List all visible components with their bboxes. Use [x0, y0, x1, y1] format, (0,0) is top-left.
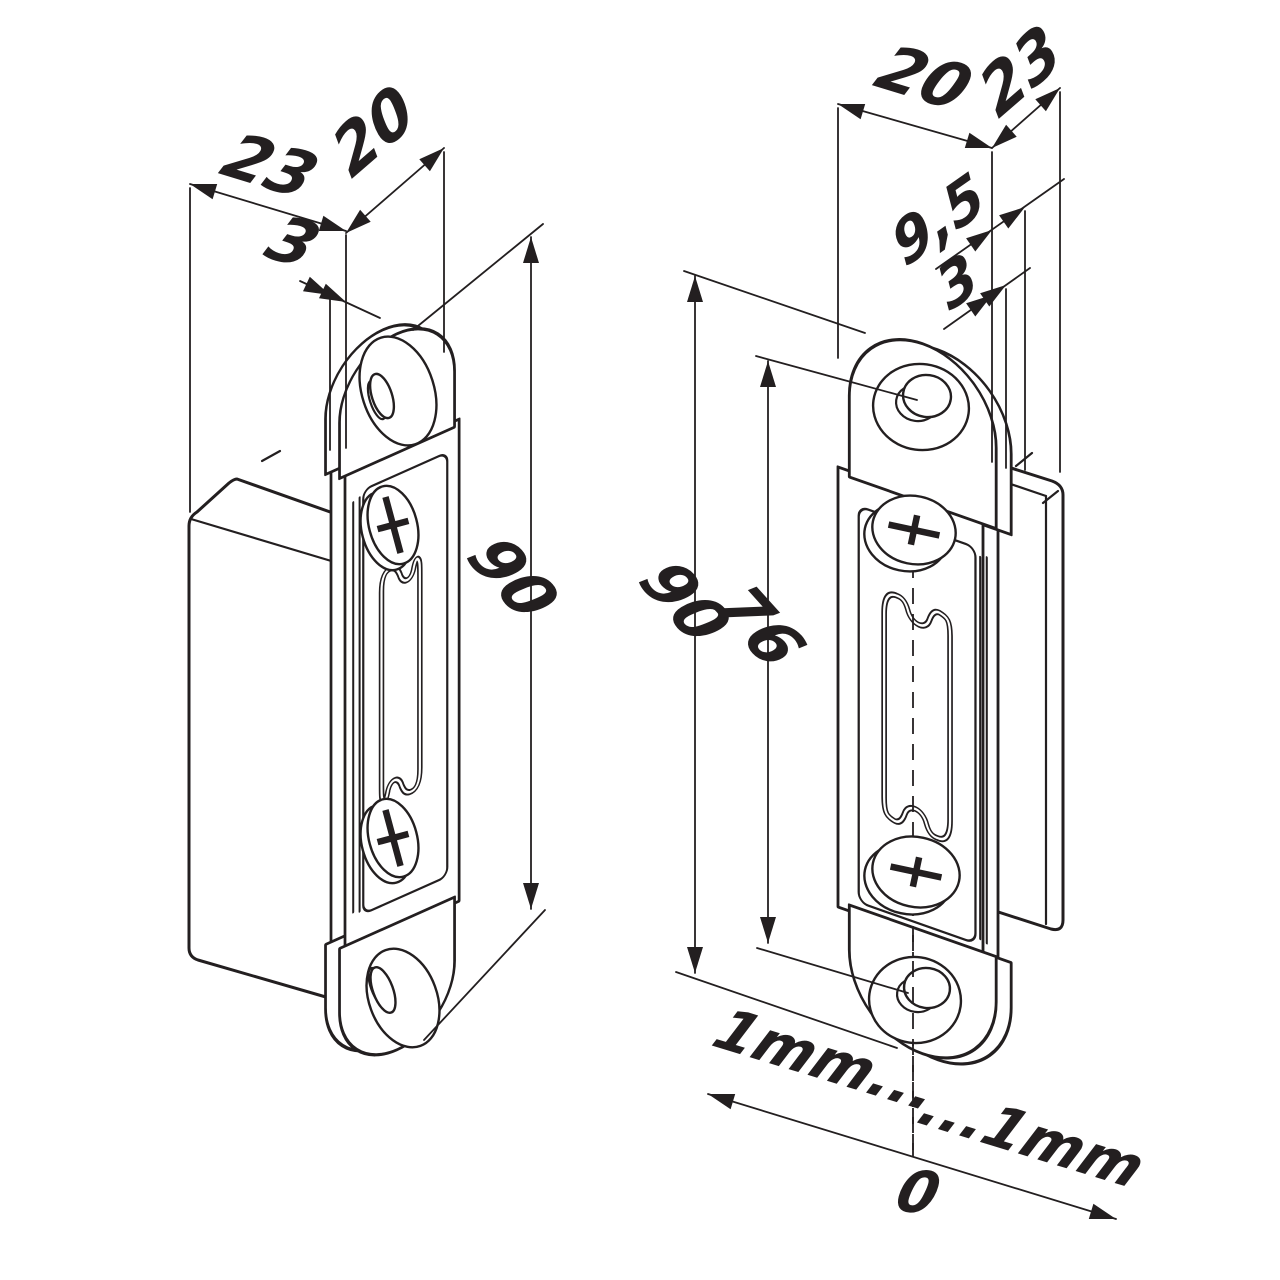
left-latch-slot-inner-contour [380, 557, 421, 803]
right-bottom-screw-phillips-icon [889, 856, 943, 888]
dim-label-thickness: 3 [254, 203, 331, 283]
extension-line [755, 355, 918, 994]
left-latch-slot [378, 555, 423, 805]
left-top-hole-bore [368, 372, 396, 420]
right-housing-box [984, 451, 1065, 932]
arrowhead [687, 276, 703, 302]
left-bottom-hole-bore [369, 965, 397, 1015]
right-bottom-screw [863, 835, 961, 916]
arrowhead [318, 215, 346, 231]
arrowhead [838, 104, 866, 120]
arrowhead [687, 947, 703, 973]
adjustment-zero-label: 0 [889, 1158, 947, 1228]
dim-left-width-20: 20 [321, 70, 445, 353]
arrowhead [346, 209, 371, 233]
arrowhead [760, 917, 776, 943]
left-housing-box-outline [187, 477, 352, 1006]
arrowhead [964, 132, 992, 148]
right-housing-box-corner-ticks [1014, 451, 1060, 505]
right-top-screw-phillips-icon [887, 514, 941, 546]
right-latch-slot-inner-contour [883, 593, 952, 841]
left-top-screw [359, 484, 420, 572]
dim-label-depth: 23 [968, 10, 1074, 133]
arrowhead [992, 124, 1017, 148]
extension-line [837, 107, 993, 463]
extension-line [189, 187, 347, 513]
right-housing-box-outline [984, 458, 1065, 932]
arrowhead [523, 883, 539, 909]
dimension-line [837, 103, 993, 149]
left-housing-box-corner-tick [260, 449, 282, 463]
arrowhead [999, 207, 1025, 229]
right-latch-slot [881, 591, 953, 843]
dim-label-width: 20 [864, 32, 983, 125]
arrowhead [1088, 1203, 1116, 1219]
dim-left-depth-23: 23 [189, 120, 347, 513]
right-top-screw-hole [871, 362, 971, 452]
arrowhead [419, 148, 444, 172]
left-edge-groove [352, 496, 361, 914]
left-housing-box [187, 449, 352, 1006]
dimension-line [935, 178, 1065, 270]
dimension-line [189, 183, 347, 232]
dim-label-depth: 23 [210, 120, 329, 213]
left-bottom-screw-phillips-icon [376, 809, 410, 867]
right-top-hole-bore [901, 373, 953, 419]
arrowhead [708, 1094, 736, 1110]
adjustment-arrow-line [707, 1093, 1117, 1220]
right-isometric-view [836, 312, 1065, 1157]
arrowhead [319, 283, 346, 302]
extension-line [675, 270, 898, 1049]
left-bottom-screw [359, 797, 420, 885]
arrowhead [966, 230, 992, 252]
left-bottom-screw-hole [365, 947, 441, 1049]
arrowhead [523, 237, 539, 263]
right-bottom-hole-bore [902, 966, 952, 1010]
arrowhead [980, 285, 1006, 307]
right-bottom-screw-hole [867, 955, 963, 1045]
arrowhead [190, 184, 218, 200]
dim-label-height: 90 [451, 525, 575, 631]
adjustment-right-label: ...1mm [908, 1073, 1156, 1201]
left-housing-box-top-edge [189, 517, 350, 568]
extension-line [412, 223, 546, 1041]
arrowhead [1035, 88, 1060, 112]
right-top-screw [863, 494, 957, 573]
arrowhead [760, 361, 776, 387]
right-edge-groove [979, 555, 988, 945]
right-plate-face-details [857, 507, 988, 945]
left-top-screw-hole [358, 335, 438, 447]
left-top-screw-phillips-icon [376, 496, 410, 554]
dim-label-width: 20 [321, 70, 427, 193]
left-isometric-view [187, 300, 461, 1077]
